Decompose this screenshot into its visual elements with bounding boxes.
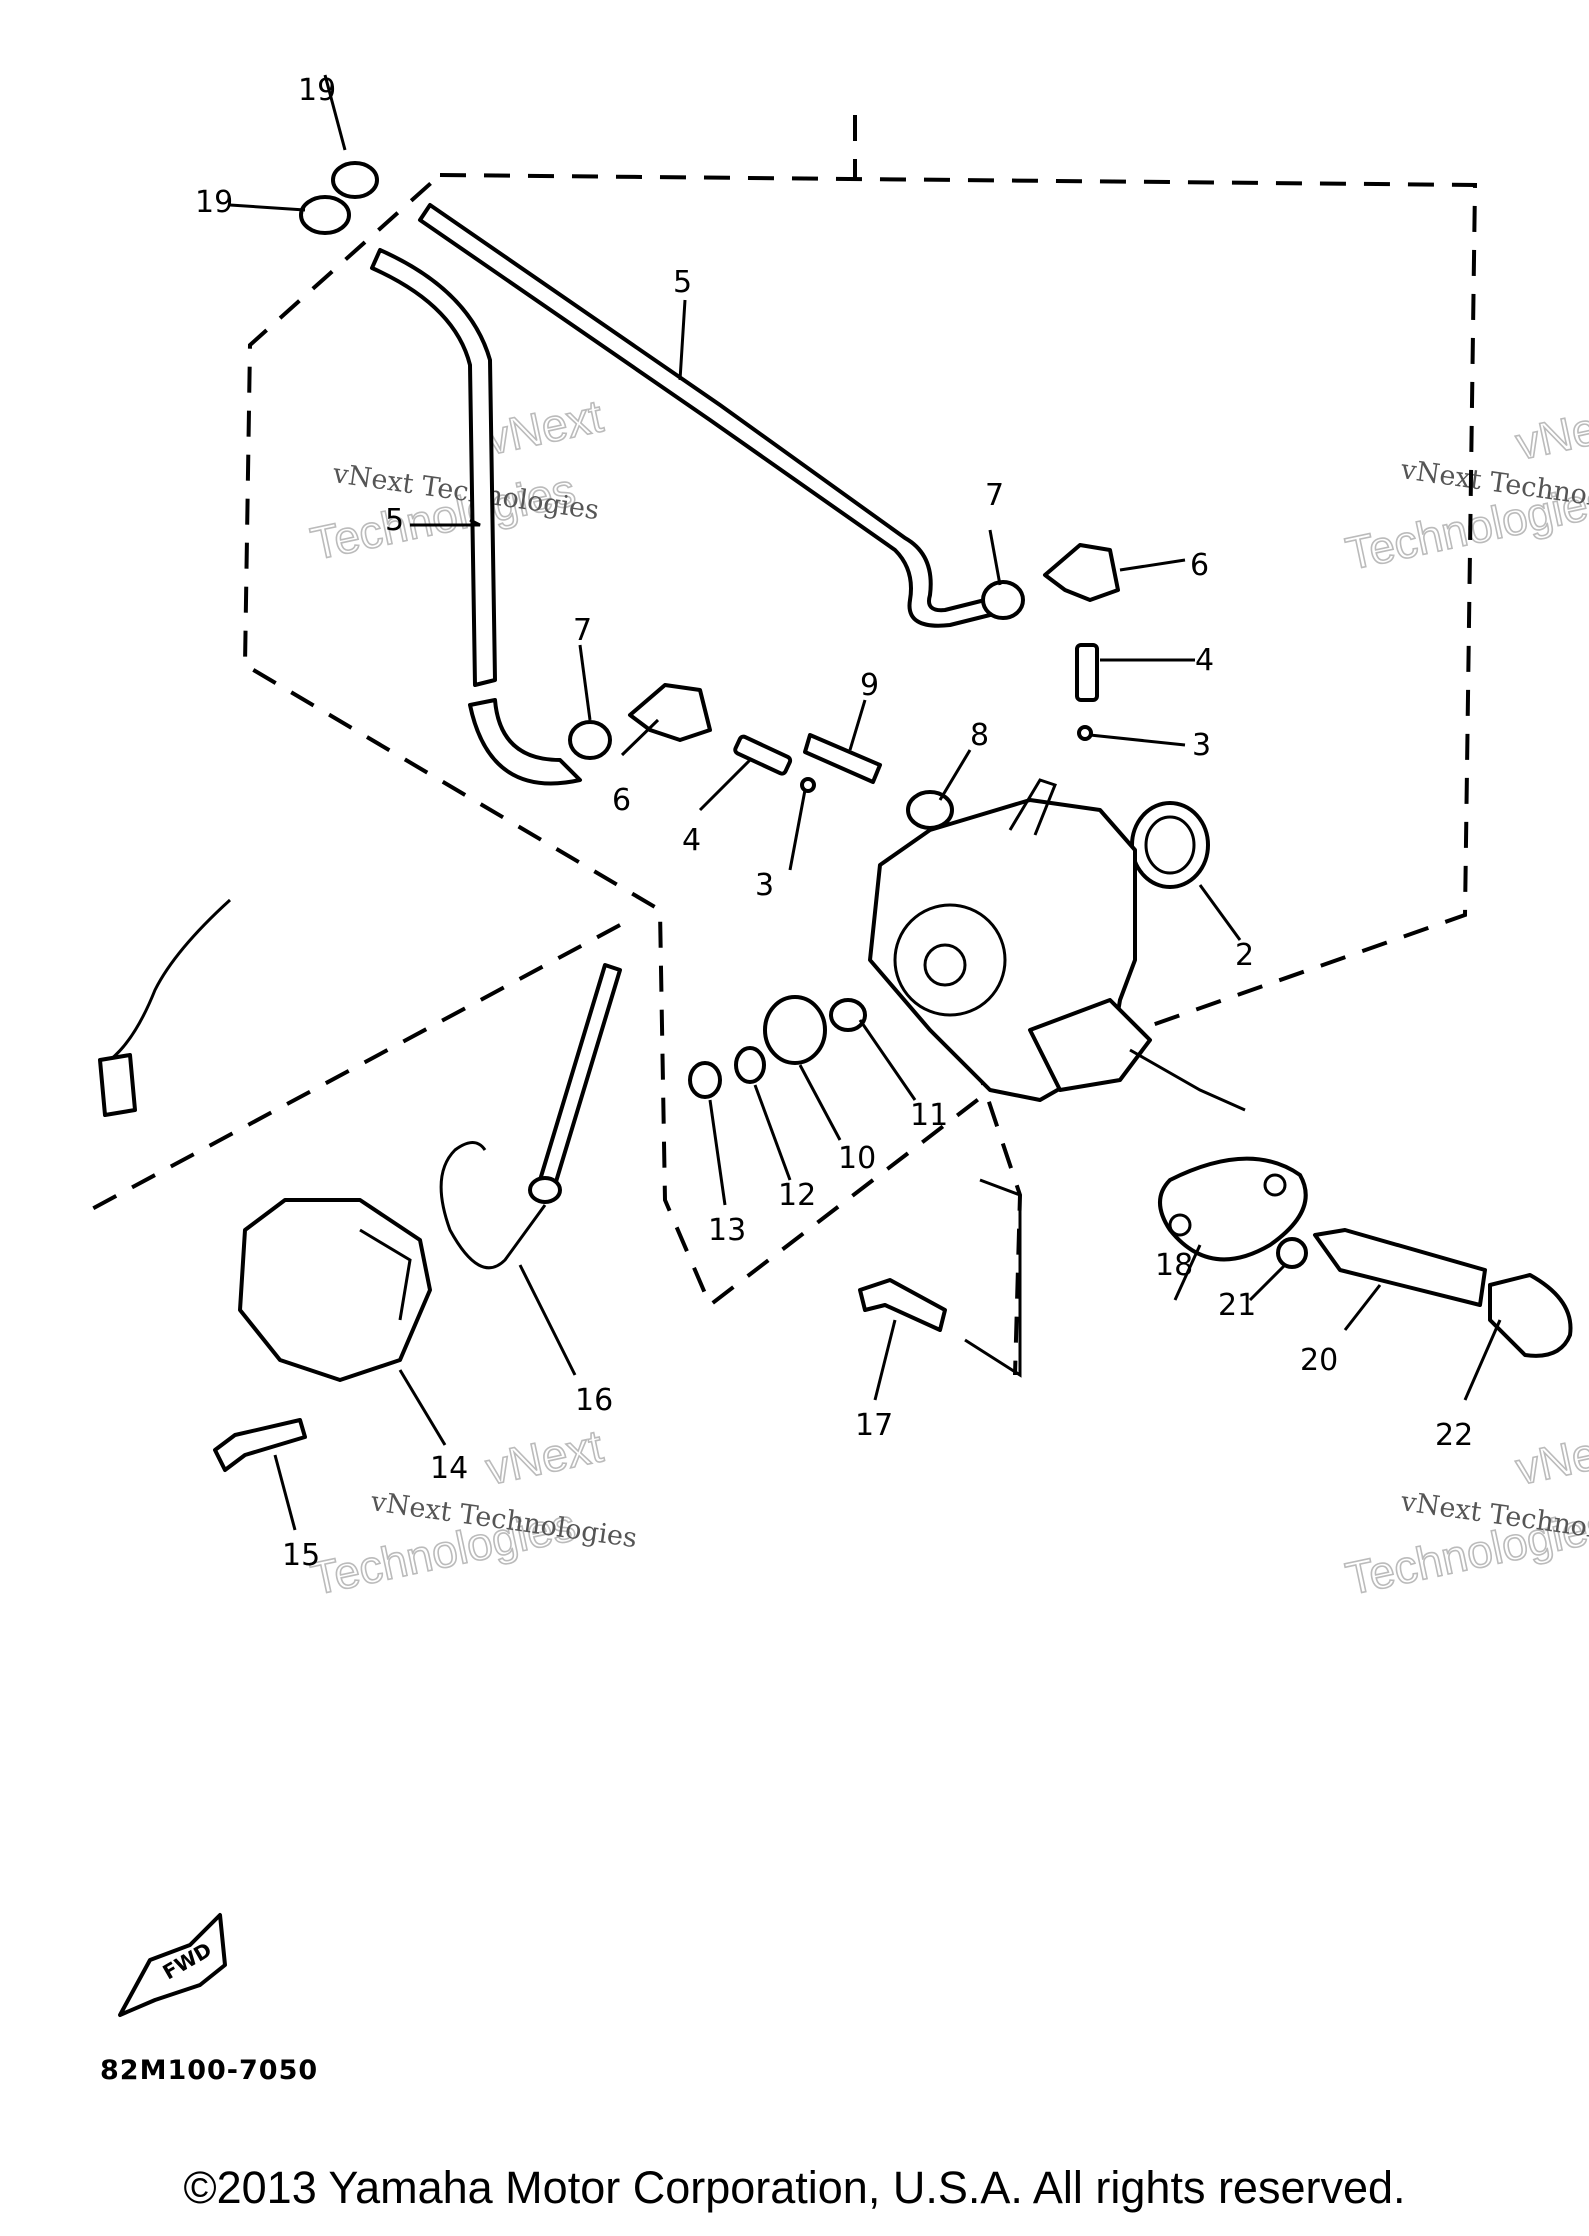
bracket-lines — [964, 1178, 1022, 1378]
callout-3-right: 3 — [1192, 728, 1211, 763]
bolt-17 — [858, 1278, 947, 1332]
callouts: 19 19 5 5 7 6 7 6 4 3 9 4 3 8 2 11 10 12… — [195, 73, 1473, 1573]
leader-lines — [229, 74, 1502, 1531]
hose-clamps-19 — [299, 161, 379, 235]
callout-20: 20 — [1300, 1343, 1338, 1378]
washers-10-11-12-13 — [688, 995, 867, 1099]
hose-joints — [568, 543, 1120, 760]
callout-4-left: 4 — [682, 823, 701, 858]
callout-10: 10 — [838, 1141, 876, 1176]
sensor-wire — [98, 898, 232, 1117]
callout-7-left: 7 — [573, 613, 592, 648]
oring-8 — [906, 790, 954, 830]
diagram-code: 82M100-7050 — [100, 2055, 319, 2086]
callout-7-right: 7 — [985, 478, 1004, 513]
copyright-notice: ©2013 Yamaha Motor Corporation, U.S.A. A… — [183, 2162, 1406, 2213]
svg-text:vNext: vNext — [1511, 394, 1589, 469]
svg-text:vNext: vNext — [1511, 1419, 1589, 1494]
shaft-20 — [1276, 1228, 1487, 1307]
seal-2 — [1130, 801, 1210, 889]
callout-5-left: 5 — [385, 503, 404, 538]
svg-text:vNext: vNext — [481, 389, 607, 464]
callout-12: 12 — [778, 1178, 816, 1213]
callout-2: 2 — [1235, 938, 1254, 973]
callout-3-left: 3 — [755, 868, 774, 903]
callout-19-top: 19 — [298, 73, 336, 108]
fwd-arrow-icon: FWD — [118, 1913, 227, 2017]
callout-6-right: 6 — [1190, 548, 1209, 583]
callout-8: 8 — [970, 718, 989, 753]
callout-22: 22 — [1435, 1418, 1473, 1453]
callout-4-right: 4 — [1195, 643, 1214, 678]
bolt-9 — [803, 733, 882, 784]
callout-15: 15 — [282, 1538, 320, 1573]
springs-and-balls — [733, 643, 1099, 793]
callout-9: 9 — [860, 668, 879, 703]
bolt-15 — [213, 1418, 307, 1472]
callout-19-left: 19 — [195, 185, 233, 220]
gasket-18 — [1158, 1156, 1308, 1262]
cover-14 — [238, 1198, 432, 1382]
callout-18: 18 — [1155, 1248, 1193, 1283]
svg-text:vNext: vNext — [481, 1419, 607, 1494]
callout-17: 17 — [855, 1408, 893, 1443]
cap-22 — [1488, 1273, 1573, 1358]
callout-5-top: 5 — [673, 265, 692, 300]
cable-16 — [439, 963, 622, 1270]
callout-11: 11 — [910, 1098, 948, 1133]
callout-13: 13 — [708, 1213, 746, 1248]
callout-21: 21 — [1218, 1288, 1256, 1323]
callout-14: 14 — [430, 1451, 468, 1486]
water-hose-lower — [370, 248, 582, 786]
pump-body — [868, 778, 1152, 1102]
callout-6-left: 6 — [612, 783, 631, 818]
callout-16: 16 — [575, 1383, 613, 1418]
